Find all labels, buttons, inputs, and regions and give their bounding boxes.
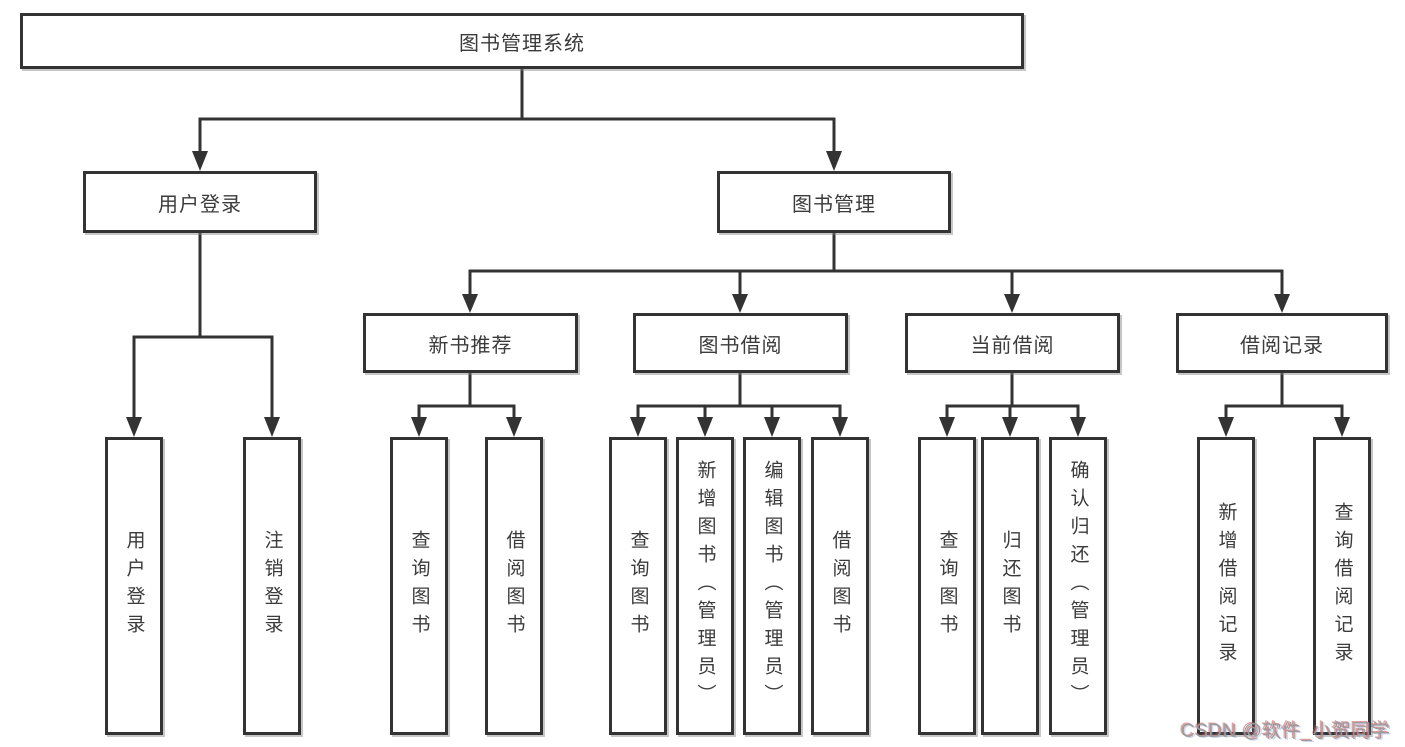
leaf-add-books-admin-label: 新增图书（管理员） xyxy=(694,460,716,712)
node-root: 图书管理系统 xyxy=(20,13,1024,69)
leaf-recommend-borrow-books: 借阅图书 xyxy=(485,437,543,735)
leaf-confirm-return-admin-label: 确认归还（管理员） xyxy=(1067,460,1089,712)
node-new-book-recommend-label: 新书推荐 xyxy=(428,334,513,357)
node-book-management: 图书管理 xyxy=(717,171,951,233)
leaf-current-query-books-label: 查询图书 xyxy=(936,530,958,642)
leaf-edit-books-admin: 编辑图书（管理员） xyxy=(743,437,801,735)
node-book-management-label: 图书管理 xyxy=(792,193,876,216)
leaf-query-borrow-record-label: 查询借阅记录 xyxy=(1331,502,1353,670)
leaf-user-login: 用户登录 xyxy=(105,437,163,735)
leaf-logout-login: 注销登录 xyxy=(243,437,301,735)
leaf-borrowing-query-books-label: 查询图书 xyxy=(627,530,649,642)
leaf-return-books: 归还图书 xyxy=(981,437,1039,735)
node-current-borrowing-label: 当前借阅 xyxy=(970,334,1055,357)
node-book-borrowing-label: 图书借阅 xyxy=(698,334,783,357)
node-book-borrowing: 图书借阅 xyxy=(633,313,848,373)
leaf-borrow-books-label: 借阅图书 xyxy=(829,530,851,642)
leaf-edit-books-admin-label: 编辑图书（管理员） xyxy=(761,460,783,712)
leaf-current-query-books: 查询图书 xyxy=(918,437,976,735)
leaf-user-login-label: 用户登录 xyxy=(123,530,145,642)
leaf-add-borrow-record: 新增借阅记录 xyxy=(1197,437,1255,735)
leaf-add-books-admin: 新增图书（管理员） xyxy=(676,437,734,735)
leaf-recommend-query-books-label: 查询图书 xyxy=(408,530,430,642)
leaf-add-borrow-record-label: 新增借阅记录 xyxy=(1215,502,1237,670)
node-current-borrowing: 当前借阅 xyxy=(905,313,1120,373)
leaf-confirm-return-admin: 确认归还（管理员） xyxy=(1049,437,1107,735)
leaf-logout-login-label: 注销登录 xyxy=(261,530,283,642)
leaf-recommend-borrow-books-label: 借阅图书 xyxy=(503,530,525,642)
leaf-return-books-label: 归还图书 xyxy=(999,530,1021,642)
node-root-label: 图书管理系统 xyxy=(459,32,585,55)
leaf-recommend-query-books: 查询图书 xyxy=(390,437,448,735)
leaf-borrow-books: 借阅图书 xyxy=(811,437,869,735)
csdn-watermark: CSDN @软件_小贺同学 xyxy=(1181,721,1391,742)
node-borrowing-records-label: 借阅记录 xyxy=(1240,334,1324,357)
node-new-book-recommend: 新书推荐 xyxy=(363,313,578,373)
node-user-login: 用户登录 xyxy=(83,171,317,233)
node-user-login-label: 用户登录 xyxy=(158,193,242,216)
leaf-borrowing-query-books: 查询图书 xyxy=(609,437,667,735)
leaf-query-borrow-record: 查询借阅记录 xyxy=(1313,437,1371,735)
node-borrowing-records: 借阅记录 xyxy=(1176,313,1388,373)
